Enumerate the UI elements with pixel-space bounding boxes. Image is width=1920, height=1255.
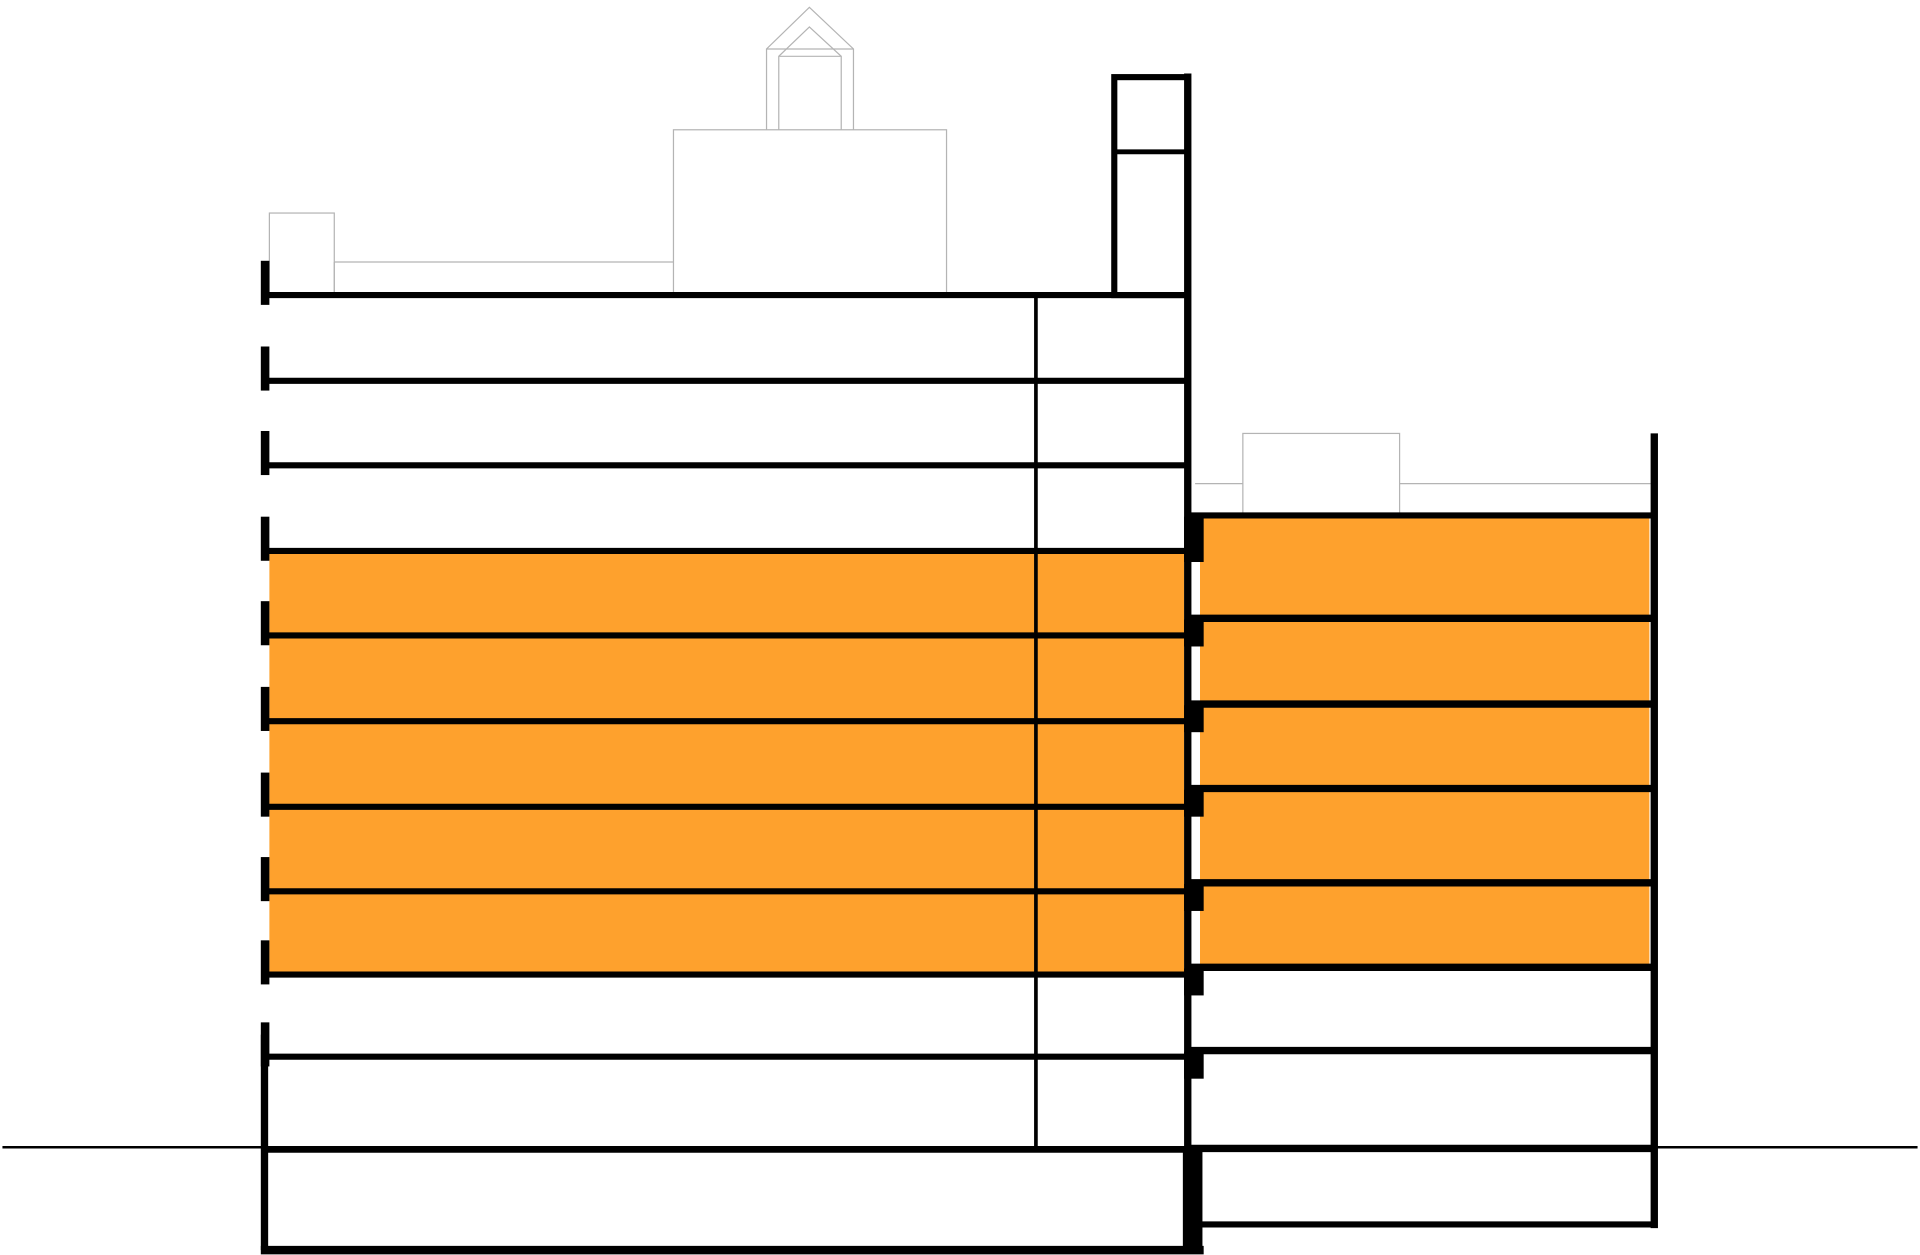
structure-lines bbox=[2, 73, 1918, 1255]
facade-stub-left bbox=[260, 516, 270, 561]
highlight-left-block bbox=[269, 553, 1185, 974]
facade-stub-left bbox=[260, 346, 270, 391]
slab-edge-stub-right bbox=[1184, 789, 1204, 817]
slab-edge-stub-right bbox=[1184, 884, 1204, 911]
highlighted-floors bbox=[269, 517, 1650, 974]
facade-stub-left bbox=[260, 857, 270, 902]
slab-edge-stub-right bbox=[1184, 516, 1204, 562]
slab-edge-stub-right bbox=[1184, 1051, 1204, 1079]
facade-stub-left bbox=[260, 430, 270, 476]
roof-box-right bbox=[1242, 432, 1401, 517]
slab-edge-stub-right bbox=[1184, 705, 1204, 733]
facade-stub-left bbox=[260, 686, 270, 731]
facade-stub-left bbox=[260, 601, 270, 646]
highlight-right-block bbox=[1200, 517, 1650, 967]
penthouse-frame bbox=[1111, 74, 1191, 299]
facade-stub-left bbox=[260, 260, 270, 305]
slab-edge-stub-right bbox=[1184, 619, 1204, 647]
facade-stub-left bbox=[260, 940, 270, 985]
facade-stub-left bbox=[260, 772, 270, 817]
middle-wall-basement-thick bbox=[1182, 1148, 1203, 1252]
roof-tower-inner bbox=[778, 26, 842, 130]
roof-tower-outer bbox=[765, 6, 855, 130]
roof-box-left bbox=[268, 212, 335, 296]
roof-context-outlines bbox=[268, 6, 1651, 517]
slab-edge-stub-right bbox=[1184, 968, 1204, 996]
roof-plant-room bbox=[672, 129, 948, 296]
